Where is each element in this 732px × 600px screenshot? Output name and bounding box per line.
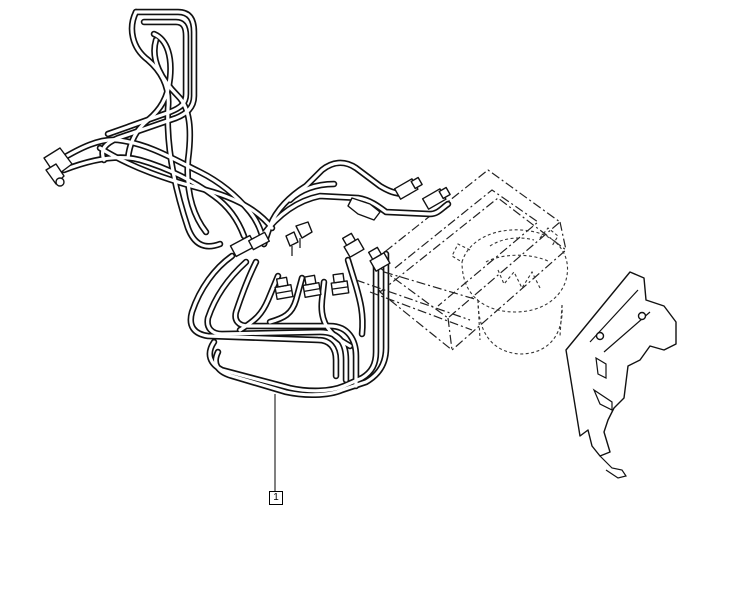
- mounting-bracket: [565, 271, 677, 479]
- pipe-clip-blocks: [229, 221, 313, 258]
- tube-nut-fittings: [274, 232, 391, 300]
- callout-label-1: 1: [269, 491, 283, 505]
- left-pipe-union: [43, 147, 73, 187]
- upper-right-pipe-ends: [347, 176, 451, 221]
- port-guide-lines: [355, 271, 479, 331]
- brake-pipe-bundle: [56, 8, 452, 398]
- abs-pump-motor-phantom: [451, 227, 568, 355]
